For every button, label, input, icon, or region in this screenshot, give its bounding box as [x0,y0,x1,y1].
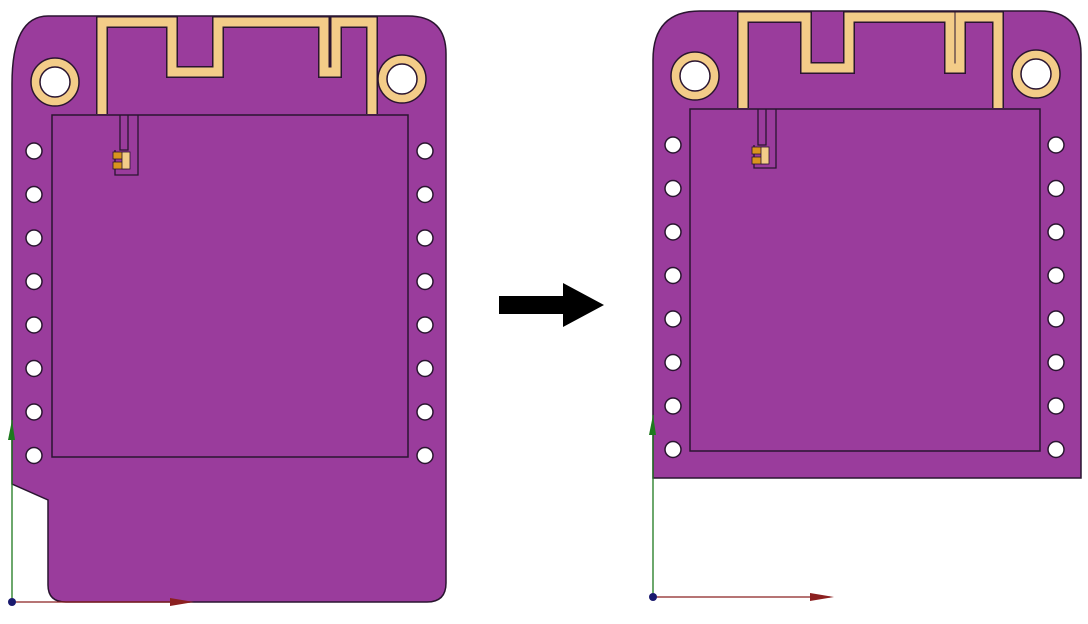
board-after [649,10,1082,601]
board-after-header-hole [664,266,682,285]
board-after-antenna-feed [753,109,777,169]
board-before-origin [8,598,16,606]
board-after-header-hole [664,136,682,154]
board-before-header-hole [416,142,434,160]
board-after-mounting-hole-left [670,51,720,101]
board-before-x-axis-arrowhead [170,598,194,606]
board-after-header-hole [1047,136,1065,154]
board-before-header-hole [25,229,43,247]
board-before-module-shield [51,114,409,458]
board-after-y-axis-arrowhead [649,415,656,435]
board-before-header-hole [25,359,43,378]
board-before-header-left [25,142,43,465]
board-after-header-hole [1047,266,1065,285]
board-before-header-hole [416,403,434,421]
board-before-header-right [416,142,434,465]
board-before-header-hole [25,446,43,465]
board-before-header-hole [25,272,43,291]
board-after-header-hole [664,353,682,372]
board-before-header-hole [25,185,43,204]
board-before-header-hole [416,359,434,378]
board-before-mounting-hole-left [30,57,80,107]
board-before [8,15,447,606]
board-before-y-axis-arrowhead [8,420,15,440]
board-after-header-hole [1047,310,1065,328]
board-after-header-left [664,136,682,459]
board-before-antenna-copper [97,17,377,114]
board-after-module-shield [689,108,1041,452]
board-after-x-axis-arrowhead [810,593,834,601]
board-after-header-hole [1047,440,1065,459]
board-before-header-hole [25,316,43,334]
board-before-mounting-hole-right [377,54,427,104]
board-after-header-hole [664,179,682,198]
arrow-right-icon [499,283,604,327]
board-after-header-hole [1047,397,1065,415]
board-after-header-right [1047,136,1065,459]
board-before-feed-component [112,151,131,170]
board-after-header-hole [1047,353,1065,372]
board-before-header-hole [25,142,43,160]
board-before-header-hole [416,446,434,465]
board-before-header-hole [25,403,43,421]
board-after-feed-component [751,146,770,165]
board-after-header-hole [664,310,682,328]
board-after-header-hole [664,223,682,241]
board-after-mounting-hole-right [1011,49,1061,99]
board-after-header-hole [1047,223,1065,241]
board-after-antenna-copper [738,12,1003,108]
board-before-header-hole [416,185,434,204]
board-after-origin [649,593,657,601]
board-before-header-hole [416,229,434,247]
board-after-header-hole [1047,179,1065,198]
board-before-header-hole [416,316,434,334]
board-before-header-hole [416,272,434,291]
board-after-header-hole [664,440,682,459]
board-after-header-hole [664,397,682,415]
